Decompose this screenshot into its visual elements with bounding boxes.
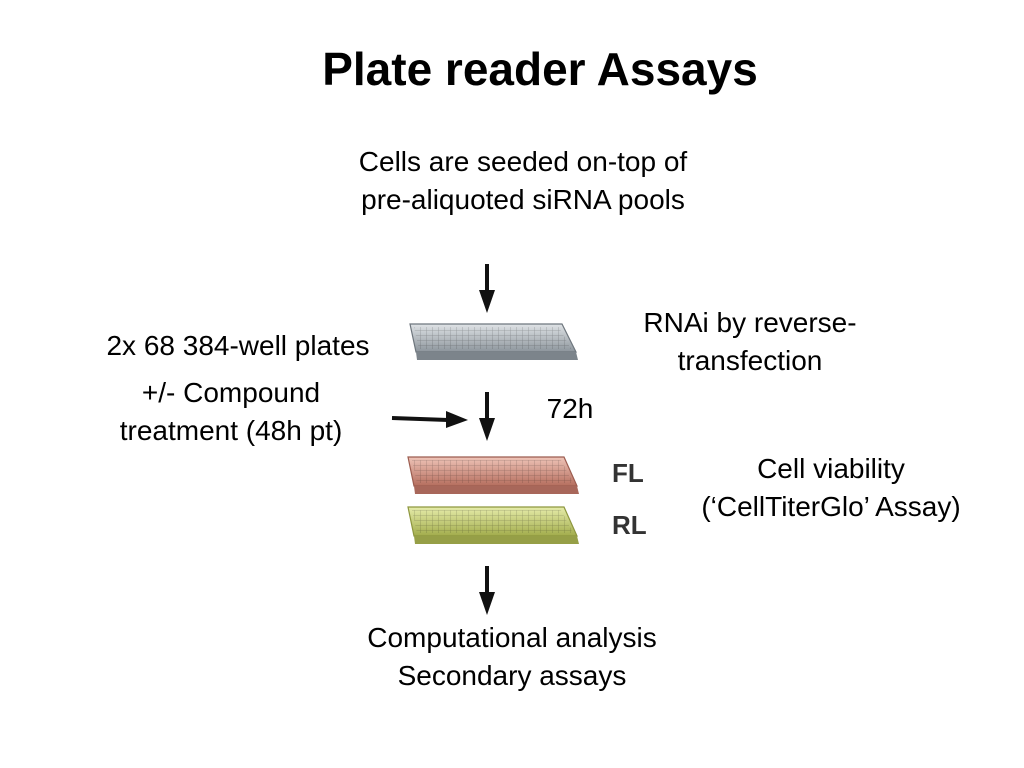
compound-treatment-text: +/- Compound treatment (48h pt) (80, 374, 382, 450)
analysis-line-2: Secondary assays (397, 660, 627, 692)
green-plate-icon (407, 506, 579, 544)
seed-step-line-1: Cells are seeded on-top of (358, 146, 688, 177)
viability-text: Cell viability (‘CellTiterGlo’ Assay) (668, 450, 994, 526)
down-arrow-icon (479, 264, 495, 313)
red-plate-icon (407, 456, 579, 494)
incubation-label: 72h (546, 393, 594, 424)
seed-step-text: Cells are seeded on-top of pre-aliquoted… (300, 143, 746, 219)
seed-step-line-2: pre-aliquoted siRNA pools (361, 184, 685, 216)
rnai-line-2: transfection (677, 345, 823, 377)
gray-plate-icon (409, 323, 578, 360)
down-arrow-icon (479, 566, 495, 615)
compound-line-2: treatment (48h pt) (119, 415, 343, 447)
compound-line-1: +/- Compound (141, 377, 321, 408)
analysis-line-1: Computational analysis (367, 622, 657, 653)
right-arrow-icon (391, 411, 468, 428)
viability-line-2: (‘CellTiterGlo’ Assay) (701, 491, 961, 523)
down-arrow-icon (479, 392, 495, 441)
analysis-text: Computational analysis Secondary assays (310, 619, 714, 695)
fl-label: FL (612, 458, 644, 488)
rnai-text: RNAi by reverse- transfection (600, 304, 900, 380)
viability-line-1: Cell viability (757, 453, 905, 484)
rl-label: RL (612, 510, 647, 540)
plates-count-label: 2x 68 384-well plates (106, 330, 370, 361)
page-title: Plate reader Assays (322, 43, 758, 95)
rnai-line-1: RNAi by reverse- (643, 307, 857, 338)
